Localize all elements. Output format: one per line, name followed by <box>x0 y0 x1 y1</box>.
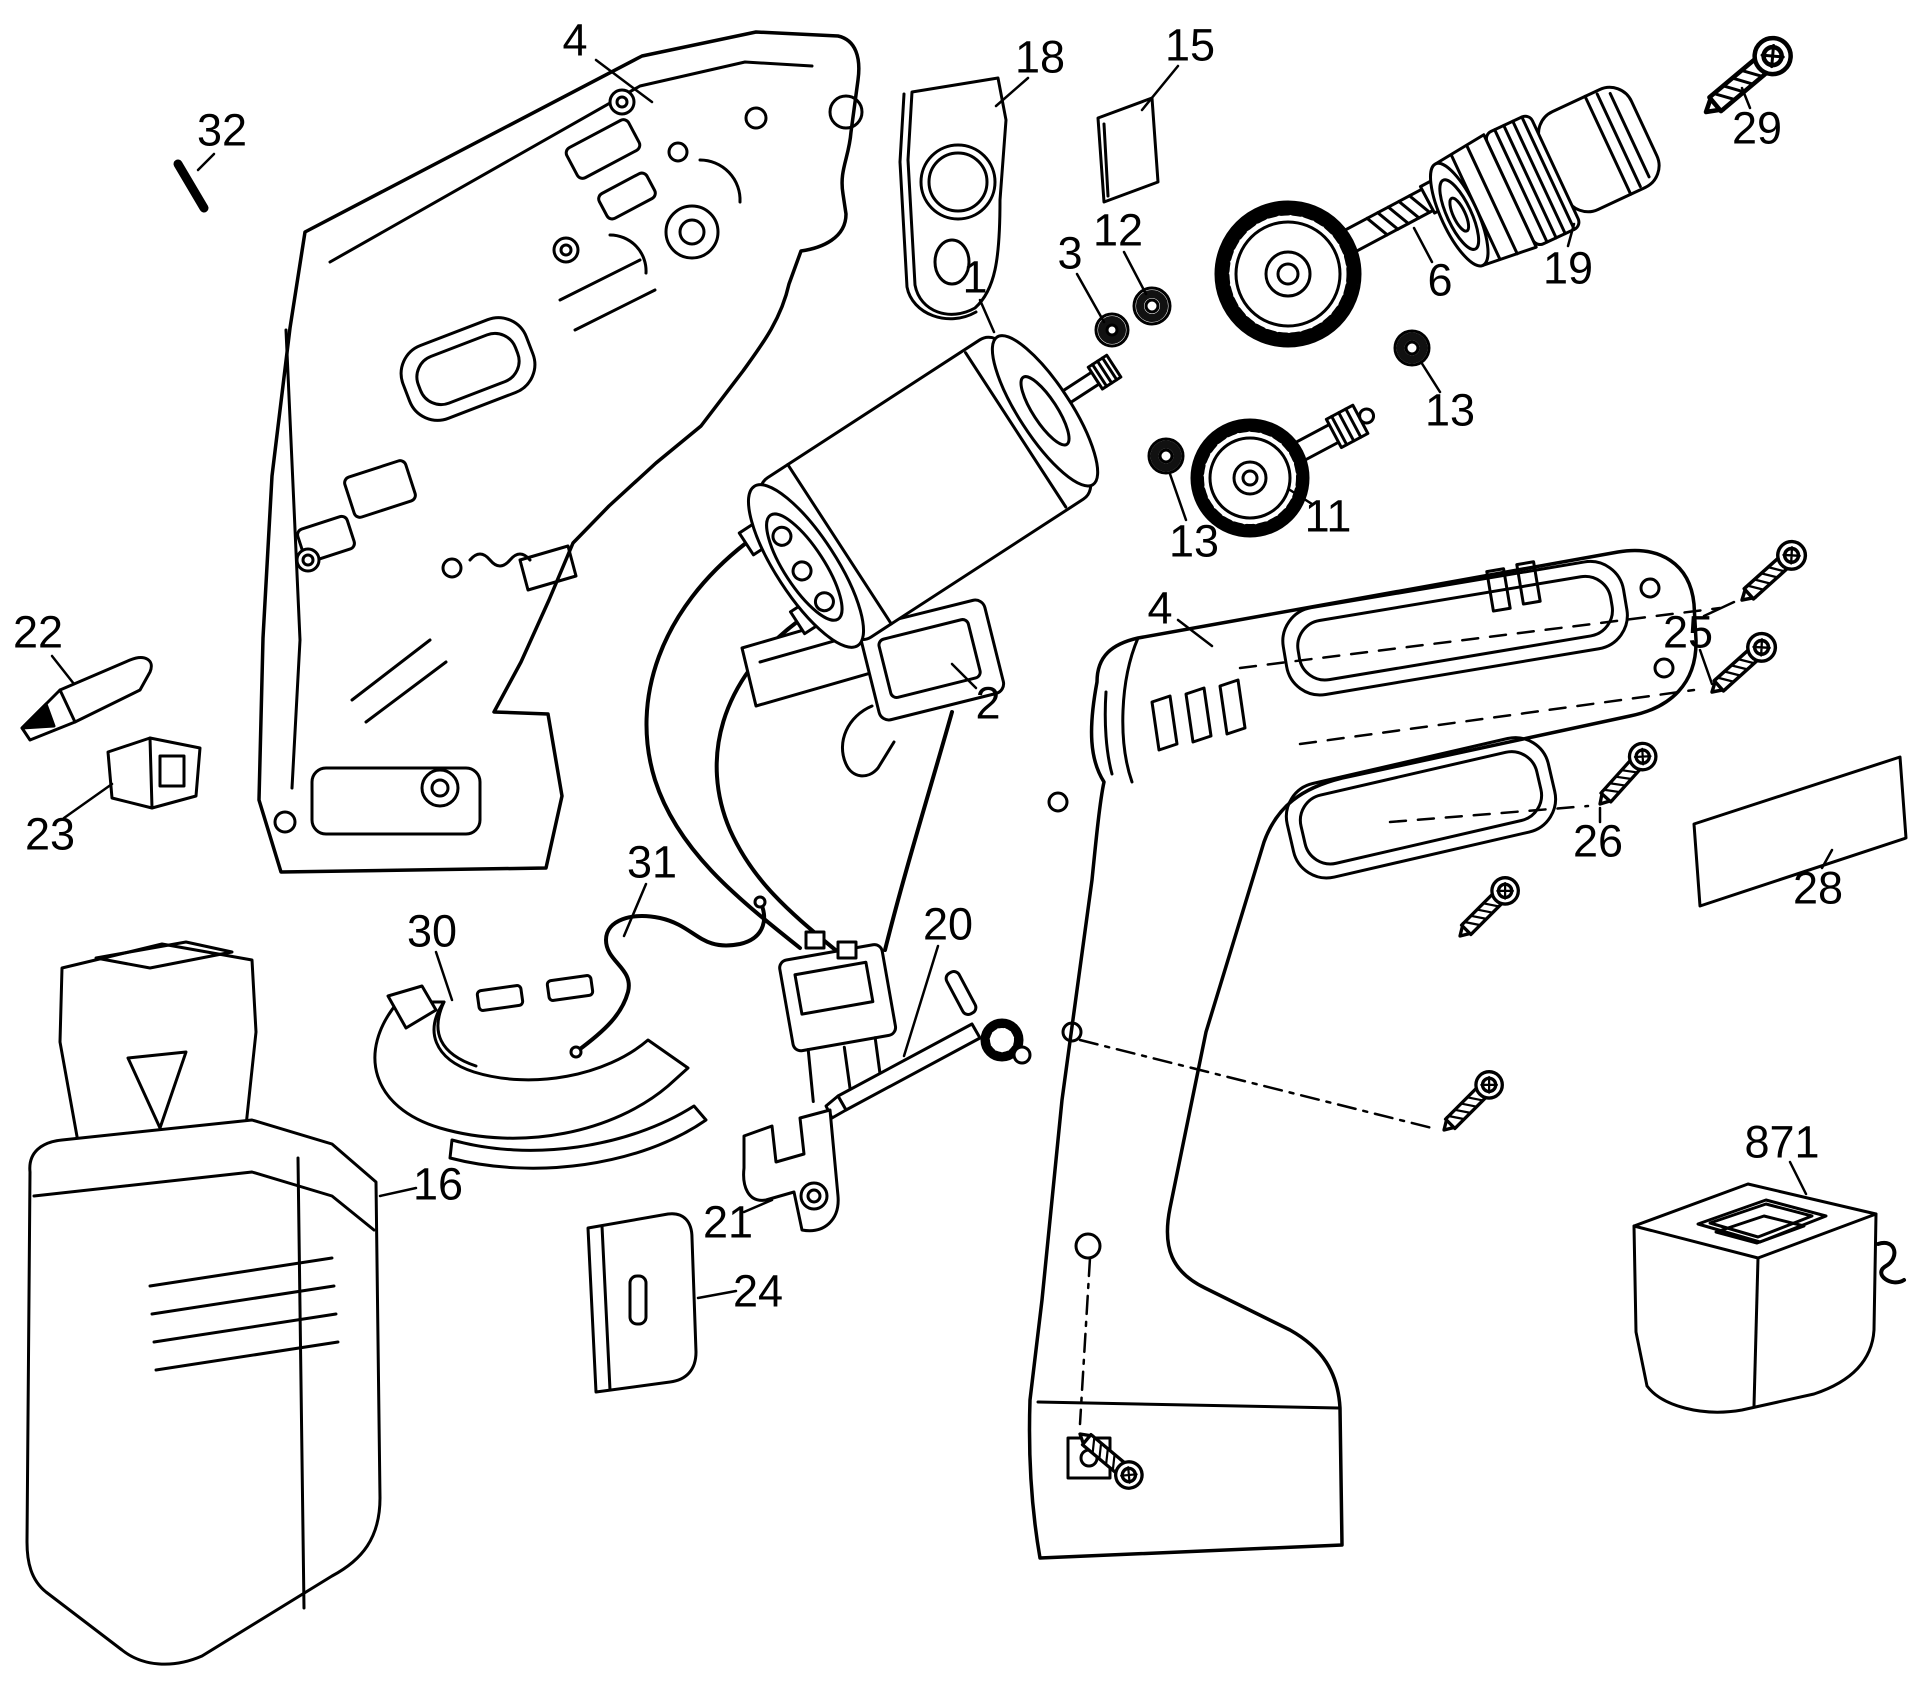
leader-line <box>1698 648 1714 686</box>
part-label-chuck-screw: 29 <box>1731 102 1783 154</box>
leader-line <box>1122 250 1148 296</box>
part-label-housing-left: 4 <box>562 14 588 66</box>
part-label-bracket: 18 <box>1014 31 1066 83</box>
wire-bracket-drawing <box>742 1108 840 1233</box>
pin-drawing <box>173 159 209 213</box>
leader-line <box>1566 222 1576 248</box>
leader-line <box>196 152 216 172</box>
part-label-charger: 871 <box>1744 1116 1820 1168</box>
chuck-drawing <box>1429 85 1661 268</box>
ferrite-tip-drawing <box>20 656 153 742</box>
label-strip-drawing <box>1692 755 1908 908</box>
bearing-left-drawing <box>1147 437 1185 475</box>
leader-line <box>950 662 978 690</box>
part-label-intermediate-gear: 11 <box>1304 490 1352 542</box>
part-label-retainer-clip: 23 <box>24 808 76 860</box>
part-label-bearing-right: 13 <box>1424 384 1476 436</box>
part-label-pad: 15 <box>1164 19 1216 71</box>
part-label-bearing-left: 13 <box>1168 515 1220 567</box>
part-label-output-gear: 6 <box>1427 254 1453 306</box>
leader-line <box>1412 226 1434 264</box>
part-label-ferrite-tip: 22 <box>12 606 64 658</box>
retainer-clip-drawing <box>106 736 202 810</box>
leader-line <box>994 76 1030 108</box>
leader-line <box>1740 86 1752 110</box>
spring-wire-drawing <box>569 895 767 1059</box>
leader-line <box>742 1198 774 1214</box>
leader-line <box>1075 272 1106 324</box>
adjustment-tool-drawing <box>824 970 1032 1120</box>
leader-line <box>434 950 454 1002</box>
leader-line <box>1788 1160 1808 1196</box>
part-label-washer: 12 <box>1092 204 1144 256</box>
right-housing-half-drawing <box>1027 548 1698 1560</box>
battery-pack-drawing <box>25 940 382 1666</box>
part-label-motor-bearing: 3 <box>1057 227 1083 279</box>
motor-drawing <box>737 334 1123 649</box>
leader-line <box>50 654 76 686</box>
pad-drawing <box>1096 96 1160 204</box>
part-label-chuck: 19 <box>1542 242 1594 294</box>
intermediate-gear-drawing <box>1190 403 1376 538</box>
handle-clamp-drawing <box>373 974 708 1170</box>
part-label-spring-wire: 31 <box>626 836 678 888</box>
support-bracket-drawing <box>898 76 1008 321</box>
leader-line <box>1168 472 1188 522</box>
washer-drawing <box>1132 286 1172 326</box>
part-label-wire-bracket: 21 <box>702 1196 754 1248</box>
leader-lines <box>50 58 1834 1300</box>
assembly-guide-lines <box>1078 606 1722 1426</box>
part-label-housing-right: 4 <box>1147 582 1173 634</box>
part-label-battery-pack: 16 <box>412 1158 464 1210</box>
leader-line <box>902 944 940 1058</box>
cover-plate-drawing <box>586 1212 698 1394</box>
leader-line <box>1288 488 1314 506</box>
leader-line <box>622 882 648 938</box>
battery-charger-drawing <box>1632 1182 1906 1414</box>
leader-line <box>594 58 654 104</box>
part-label-cover-plate: 24 <box>732 1265 784 1317</box>
part-label-label-strip: 28 <box>1792 862 1844 914</box>
part-label-handle-clamp: 30 <box>406 905 458 957</box>
part-label-screw-26: 26 <box>1572 815 1624 867</box>
part-label-housing-screws: 25 <box>1662 606 1714 658</box>
part-label-switch: 2 <box>975 677 1001 729</box>
leader-line <box>62 782 114 820</box>
leader-line <box>1820 848 1834 870</box>
switch-assembly-drawing <box>644 541 1006 1103</box>
leader-line <box>978 298 996 334</box>
part-label-adjustment-tool: 20 <box>922 898 974 950</box>
leader-line <box>1176 618 1214 648</box>
leader-line <box>1702 600 1736 618</box>
leader-line <box>1140 64 1180 112</box>
bearing-right-drawing <box>1393 329 1431 367</box>
leader-line <box>1419 360 1442 394</box>
left-housing-half-drawing <box>257 30 864 874</box>
leader-line <box>378 1186 418 1198</box>
part-label-motor: 1 <box>962 251 988 303</box>
leader-line <box>696 1289 738 1300</box>
part-label-pin: 32 <box>196 104 248 156</box>
